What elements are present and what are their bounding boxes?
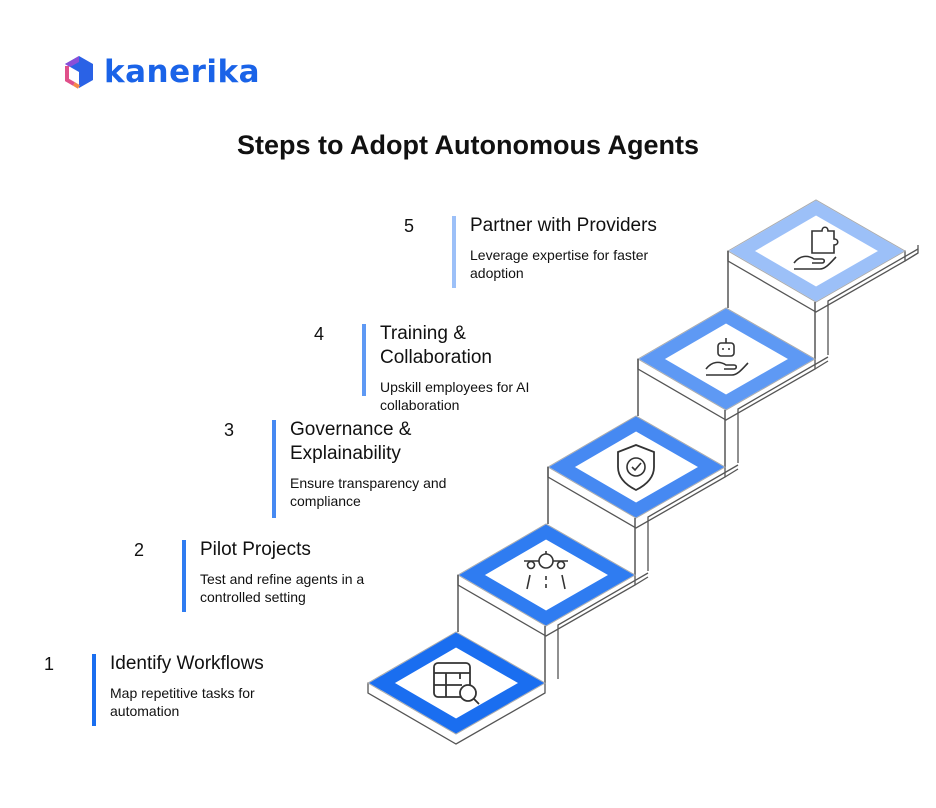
step-number: 5 bbox=[404, 216, 415, 236]
step-description: Leverage expertise for faster adoption bbox=[470, 247, 649, 281]
step-title: Identify Workflows bbox=[110, 653, 264, 674]
cube-logo-icon bbox=[65, 56, 93, 89]
step-accent-bar bbox=[92, 654, 96, 726]
step-title: Pilot Projects bbox=[200, 539, 311, 560]
step-description: Ensure transparency and compliance bbox=[290, 475, 447, 509]
table-search-icon bbox=[433, 662, 480, 705]
step-2-platform bbox=[457, 464, 739, 637]
step-accent-bar bbox=[272, 420, 276, 518]
step-5-platform bbox=[727, 199, 919, 313]
step-title: Partner with Providers bbox=[470, 215, 657, 236]
step-description: Upskill employees for AI collaboration bbox=[380, 379, 530, 413]
hand-robot-icon bbox=[705, 338, 749, 376]
step-description: Map repetitive tasks for automation bbox=[110, 685, 255, 719]
step-4-platform bbox=[637, 248, 919, 421]
step-accent-bar bbox=[452, 216, 456, 288]
step-number: 1 bbox=[44, 654, 55, 674]
step-title: Training & Collaboration bbox=[380, 323, 492, 368]
page-title: Steps to Adopt Autonomous Agents bbox=[237, 130, 699, 160]
brand-logo: kanerika bbox=[62, 54, 260, 90]
step-accent-bar bbox=[182, 540, 186, 612]
runway-airplane-icon bbox=[524, 551, 568, 590]
step-number: 3 bbox=[224, 420, 235, 440]
shield-check-icon bbox=[617, 444, 655, 492]
step-1-platform bbox=[367, 572, 649, 745]
hand-puzzle-icon bbox=[793, 226, 839, 270]
step-accent-bar bbox=[362, 324, 366, 396]
brand-name: kanerika bbox=[104, 54, 261, 90]
step-title: Governance & Explainability bbox=[290, 419, 412, 464]
step-number: 2 bbox=[134, 540, 145, 560]
step-description: Test and refine agents in a controlled s… bbox=[200, 571, 365, 605]
step-number: 4 bbox=[314, 324, 325, 344]
step-3-platform bbox=[547, 356, 829, 529]
